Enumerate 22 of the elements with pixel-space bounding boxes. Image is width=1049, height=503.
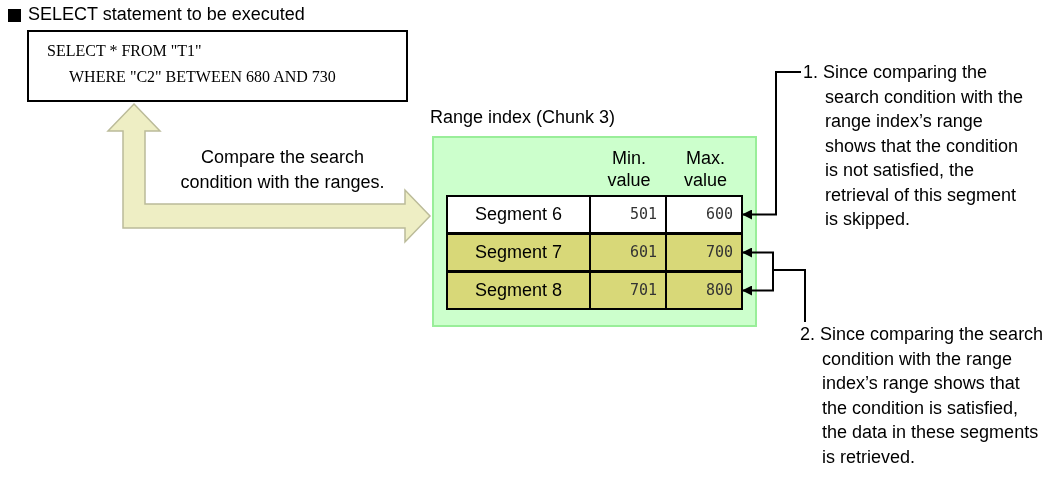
arrow — [742, 71, 802, 220]
panel — [432, 136, 757, 327]
panel-title: Range index (Chunk 3) — [430, 107, 616, 128]
block-arrow — [106, 102, 432, 244]
heading: SELECT statement to be executed — [28, 4, 305, 25]
table-row — [446, 233, 743, 272]
segment-name: Segment 7 — [473, 241, 564, 264]
column-header: Max. value — [683, 147, 728, 191]
callout-text: 2. Since comparing the search condition with the range index’s range shows that the condition is satisfied, the data in these segments is retrieved. — [800, 322, 1045, 469]
segment-name: Segment 6 — [473, 203, 564, 226]
arrow — [742, 269, 806, 323]
code-box — [27, 30, 408, 102]
column-header: Min. value — [606, 147, 652, 191]
segment-name: Segment 8 — [473, 279, 564, 302]
max-value: 800 — [665, 273, 741, 308]
edge-label: Compare the search condition with the ranges. — [179, 146, 386, 194]
table-row — [446, 195, 743, 234]
min-value: 701 — [589, 273, 665, 308]
callout-text: 1. Since comparing the search condition with the range index’s range shows that the condition is not satisfied, the retrieval of this segment is skipped. — [803, 60, 1031, 232]
table-row — [446, 271, 743, 310]
code-line: SELECT * FROM "T1" — [47, 42, 202, 60]
code-line: WHERE "C2" BETWEEN 680 AND 730 — [69, 68, 336, 86]
